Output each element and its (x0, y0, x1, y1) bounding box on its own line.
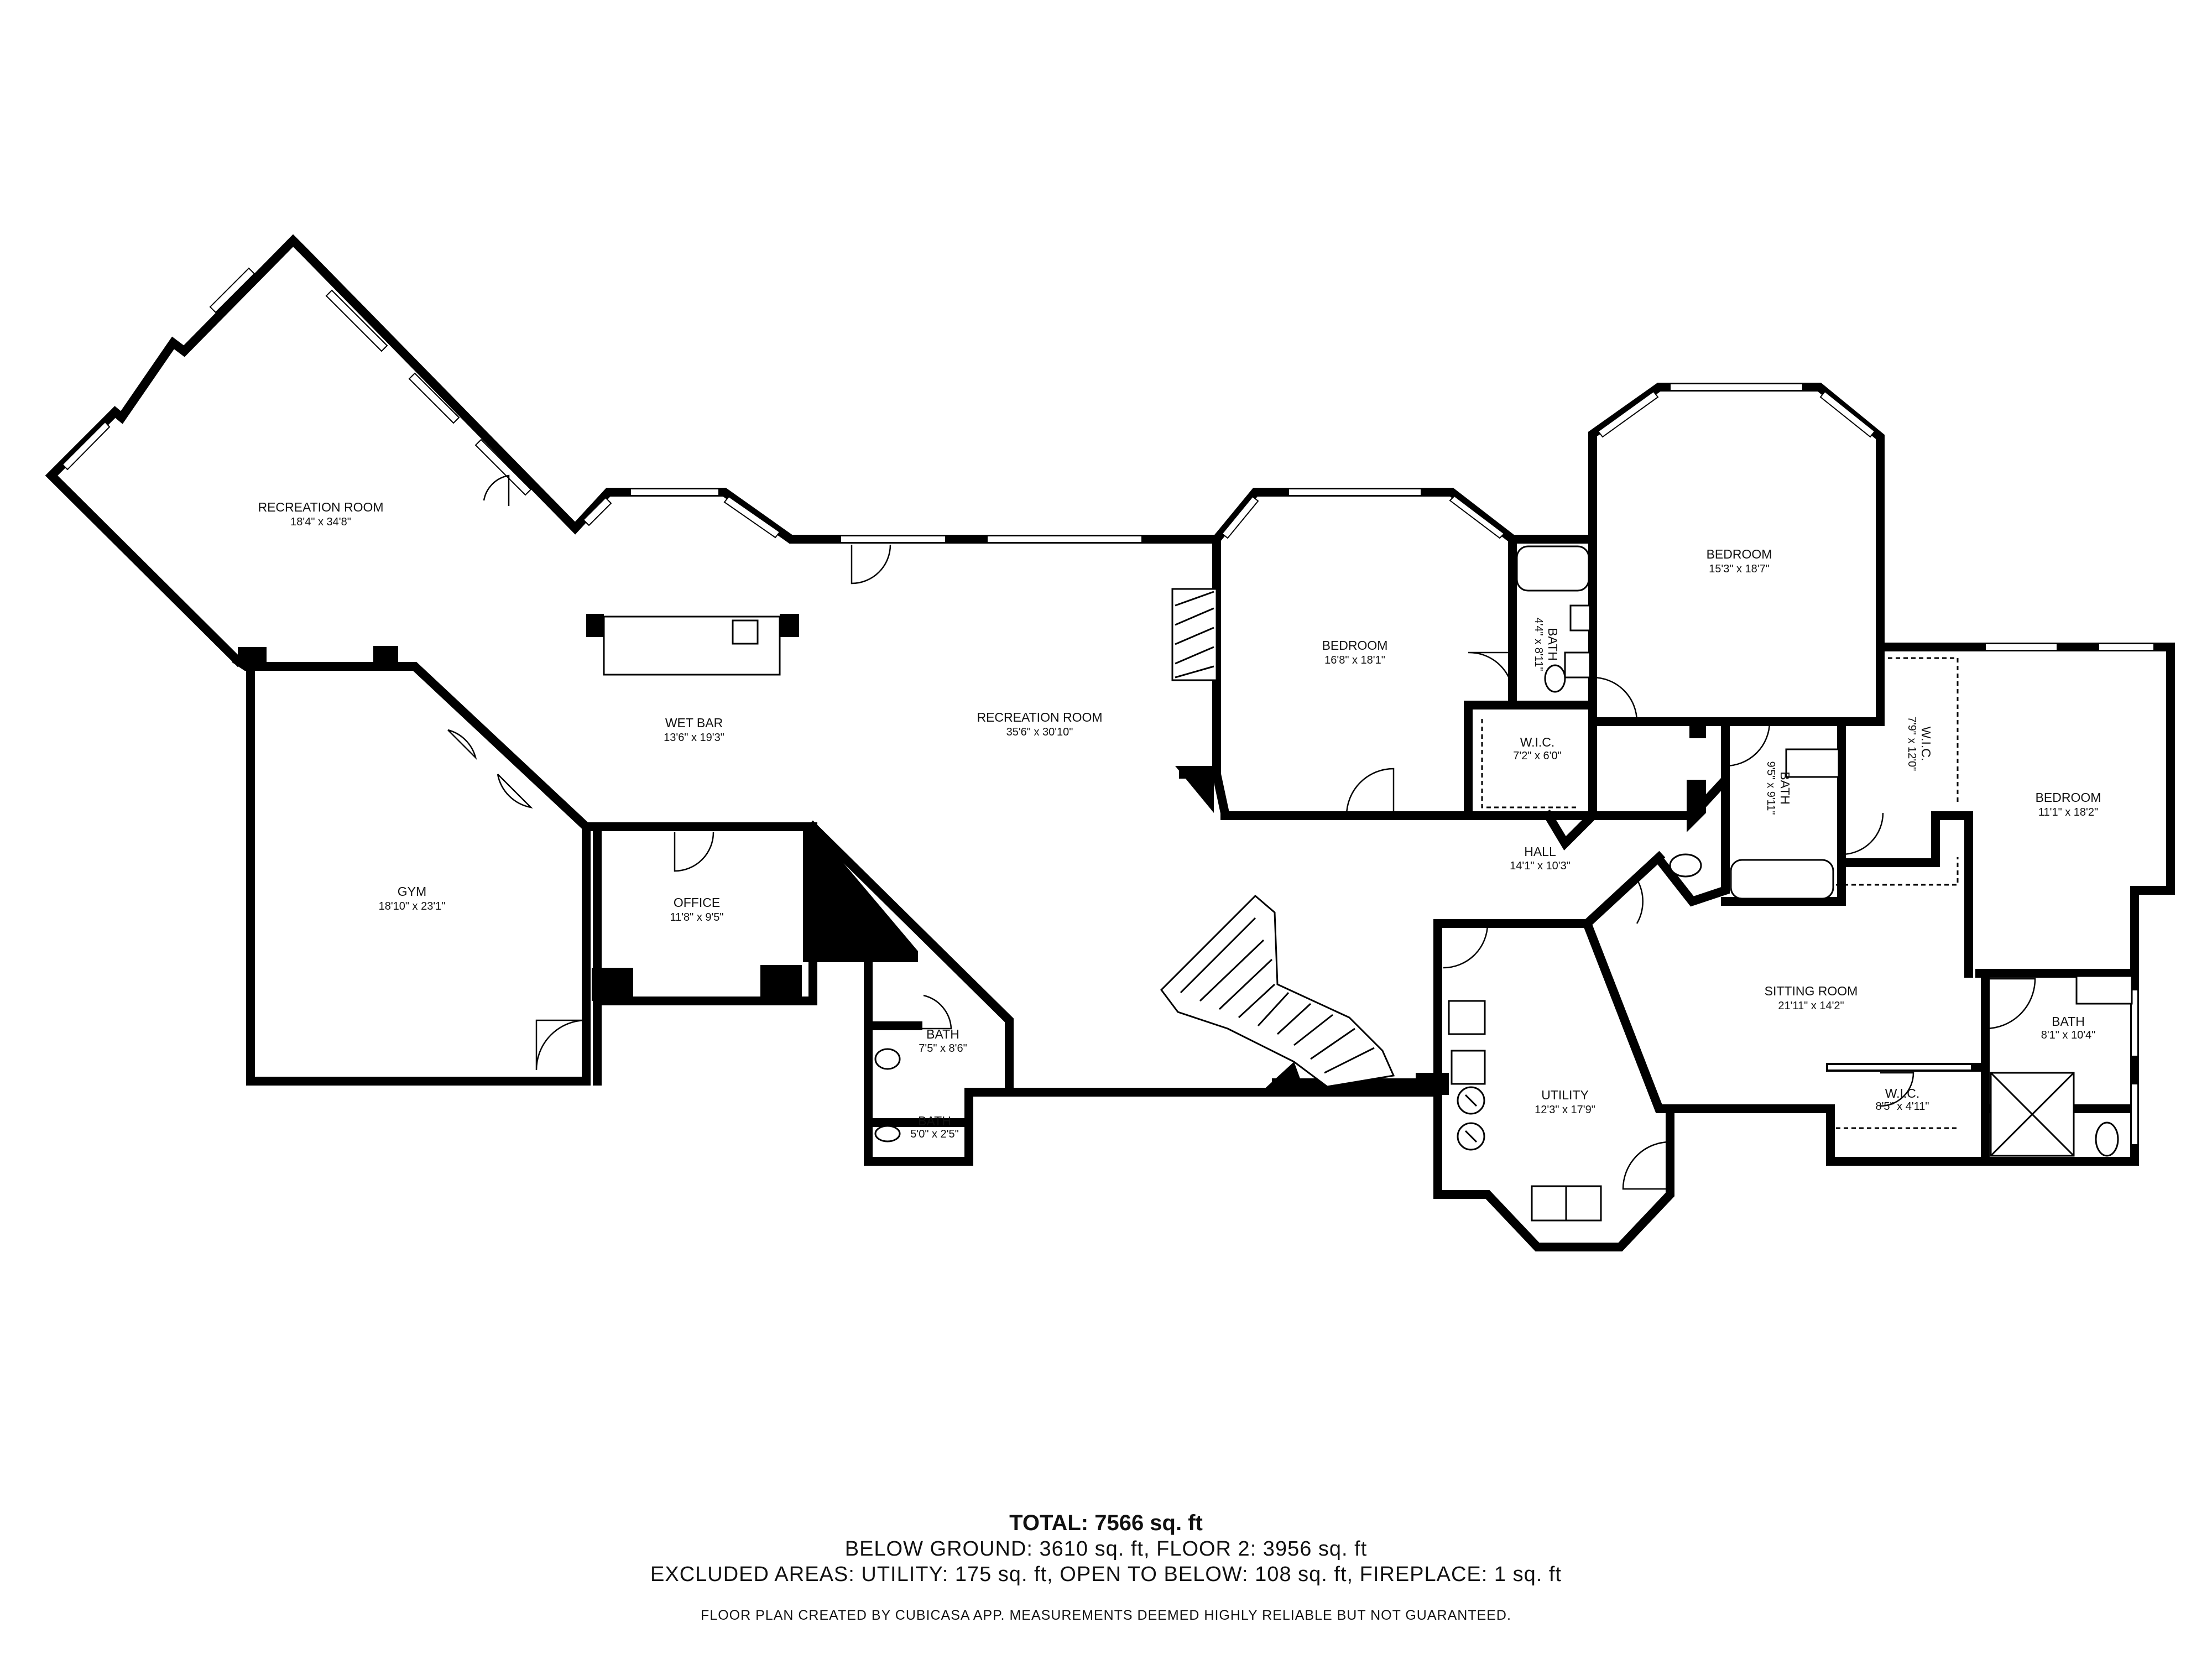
svg-text:4'4" x 8'11": 4'4" x 8'11" (1532, 617, 1545, 671)
room-label-bath-center: BATH 7'5" x 8'6" (919, 1027, 967, 1055)
svg-text:OFFICE: OFFICE (674, 895, 720, 910)
svg-text:18'10" x 23'1": 18'10" x 23'1" (379, 900, 446, 912)
room-label-recreation-room-main: RECREATION ROOM 35'6" x 30'10" (977, 710, 1102, 738)
svg-text:BEDROOM: BEDROOM (1322, 638, 1388, 653)
svg-text:14'1" x 10'3": 14'1" x 10'3" (1510, 860, 1571, 872)
svg-text:WET BAR: WET BAR (665, 716, 723, 730)
svg-text:BATH: BATH (918, 1114, 951, 1128)
svg-text:11'8" x 9'5": 11'8" x 9'5" (670, 911, 723, 924)
room-label-wic-bedroom-3: W.I.C. 7'9" x 12'0" (1906, 717, 1933, 771)
shower (1990, 1072, 2075, 1157)
room-label-recreation-room-upper: RECREATION ROOM 18'4" x 34'8" (258, 500, 383, 528)
svg-text:GYM: GYM (398, 884, 426, 899)
room-label-wic-bedroom-1: W.I.C. 7'2" x 6'0" (1513, 735, 1561, 762)
windows (61, 267, 2154, 1145)
room-label-office: OFFICE 11'8" x 9'5" (670, 895, 723, 924)
room-label-hall: HALL 14'1" x 10'3" (1510, 844, 1571, 872)
staircase (1160, 894, 1395, 1088)
excluded-areas: EXCLUDED AREAS: UTILITY: 175 sq. ft, OPE… (650, 1563, 1562, 1586)
svg-text:9'5" x 9'11": 9'5" x 9'11" (1765, 761, 1777, 815)
room-label-wet-bar: WET BAR 13'6" x 19'3" (664, 716, 724, 744)
svg-text:UTILITY: UTILITY (1541, 1088, 1589, 1102)
doors (447, 474, 2036, 1190)
room-label-bath-small: BATH 5'0" x 2'5" (910, 1114, 958, 1140)
svg-text:RECREATION ROOM: RECREATION ROOM (258, 500, 383, 514)
svg-text:W.I.C.: W.I.C. (1520, 735, 1555, 749)
svg-text:BATH: BATH (926, 1027, 959, 1041)
floor-areas: BELOW GROUND: 3610 sq. ft, FLOOR 2: 3956… (844, 1537, 1368, 1561)
room-label-bedroom-3: BEDROOM 11'1" x 18'2" (2036, 790, 2101, 818)
svg-text:15'3" x 18'7": 15'3" x 18'7" (1709, 563, 1770, 575)
svg-text:16'8" x 18'1": 16'8" x 18'1" (1324, 654, 1385, 666)
svg-text:7'9" x 12'0": 7'9" x 12'0" (1906, 717, 1918, 771)
svg-text:W.I.C.: W.I.C. (1885, 1086, 1920, 1100)
fireplace (1171, 588, 1218, 681)
svg-text:35'6" x 30'10": 35'6" x 30'10" (1006, 726, 1073, 738)
solid-wall-blocks (238, 614, 1706, 1095)
room-label-bedroom-1: BEDROOM 16'8" x 18'1" (1322, 638, 1388, 666)
svg-text:BEDROOM: BEDROOM (2036, 790, 2101, 805)
svg-text:RECREATION ROOM: RECREATION ROOM (977, 710, 1102, 724)
svg-text:21'11" x 14'2": 21'11" x 14'2" (1778, 1000, 1844, 1012)
svg-text:12'3" x 17'9": 12'3" x 17'9" (1535, 1104, 1595, 1116)
bar-sink (732, 619, 759, 645)
svg-text:BATH: BATH (1546, 628, 1560, 661)
svg-text:BEDROOM: BEDROOM (1707, 547, 1772, 561)
room-label-wic-master: W.I.C. 8'5" x 4'11" (1875, 1086, 1929, 1113)
room-label-bath-bedroom-1: BATH 4'4" x 8'11" (1532, 617, 1560, 671)
svg-text:11'1" x 18'2": 11'1" x 18'2" (2038, 806, 2098, 818)
svg-text:5'0" x 2'5": 5'0" x 2'5" (910, 1128, 958, 1140)
exterior-walls (45, 234, 2175, 1251)
room-label-gym: GYM 18'10" x 23'1" (379, 884, 446, 912)
bathtub (1730, 859, 1834, 900)
svg-text:7'5" x 8'6": 7'5" x 8'6" (919, 1042, 967, 1055)
svg-text:8'1" x 10'4": 8'1" x 10'4" (2041, 1029, 2096, 1041)
svg-text:13'6" x 19'3": 13'6" x 19'3" (664, 732, 724, 744)
bathtub (1516, 545, 1590, 592)
total-area: TOTAL: 7566 sq. ft (1009, 1511, 1203, 1535)
room-labels: RECREATION ROOM 18'4" x 34'8" WET BAR 13… (258, 500, 2101, 1140)
room-label-bath-hall: BATH 9'5" x 9'11" (1765, 761, 1792, 815)
fixtures (603, 545, 2133, 1222)
room-label-bedroom-2: BEDROOM 15'3" x 18'7" (1707, 547, 1772, 575)
disclaimer: FLOOR PLAN CREATED BY CUBICASA APP. MEAS… (701, 1608, 1511, 1623)
room-label-utility: UTILITY 12'3" x 17'9" (1535, 1088, 1595, 1116)
svg-text:18'4" x 34'8": 18'4" x 34'8" (290, 516, 351, 528)
svg-text:BATH: BATH (1778, 771, 1792, 805)
room-label-sitting-room: SITTING ROOM 21'11" x 14'2" (1765, 984, 1858, 1012)
svg-text:7'2" x 6'0": 7'2" x 6'0" (1513, 750, 1561, 762)
room-label-bath-master: BATH 8'1" x 10'4" (2041, 1014, 2096, 1041)
area-summary: TOTAL: 7566 sq. ft BELOW GROUND: 3610 sq… (0, 1510, 2212, 1624)
svg-text:W.I.C.: W.I.C. (1919, 727, 1933, 761)
svg-text:HALL: HALL (1524, 844, 1556, 859)
svg-text:8'5" x 4'11": 8'5" x 4'11" (1875, 1100, 1929, 1113)
svg-text:BATH: BATH (2052, 1014, 2085, 1029)
svg-text:SITTING ROOM: SITTING ROOM (1765, 984, 1858, 998)
